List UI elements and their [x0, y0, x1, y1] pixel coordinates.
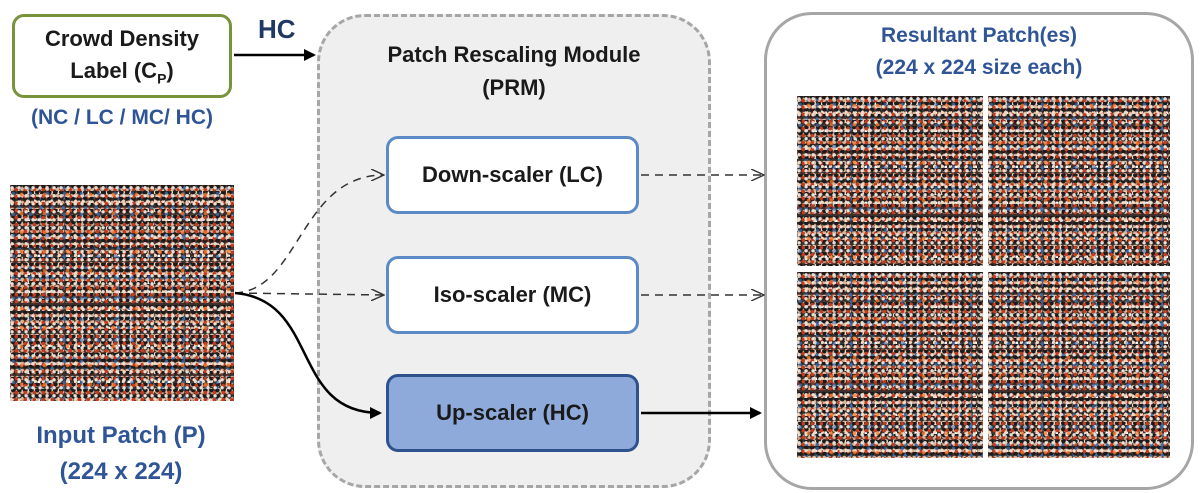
- result-patch-image-1: [797, 96, 983, 266]
- density-options-text: (NC / LC / MC/ HC): [31, 106, 213, 129]
- result-title: Resultant Patch(es) (224 x 224 size each…: [764, 20, 1194, 83]
- input-to-upscaler-arrow: [234, 291, 382, 419]
- crowd-density-label-box: Crowd Density Label (CP): [12, 14, 232, 98]
- prm-title: Patch Rescaling Module (PRM): [317, 38, 711, 104]
- up-scaler-box: Up-scaler (HC): [386, 374, 639, 452]
- prm-title-line2: (PRM): [482, 75, 546, 100]
- result-patch-image-4: [988, 272, 1170, 458]
- input-title-line1: Input Patch (P): [36, 422, 206, 449]
- result-title-line2: (224 x 224 size each): [875, 55, 1083, 79]
- input-to-downscaler-arrow: [234, 175, 384, 294]
- input-patch-image: [10, 185, 234, 401]
- iso-scaler-box: Iso-scaler (MC): [386, 256, 639, 334]
- label-line1: Crowd Density: [44, 26, 200, 52]
- result-patch-image-2: [988, 96, 1170, 266]
- hc-arrow-label: HC: [258, 14, 296, 44]
- input-title-line2: (224 x 224): [59, 458, 183, 485]
- result-title-line1: Resultant Patch(es): [880, 24, 1078, 47]
- prm-title-line1: Patch Rescaling Module: [387, 42, 641, 67]
- result-patch-image-3: [797, 272, 983, 458]
- input-title: Input Patch (P) (224 x 224): [0, 418, 242, 490]
- input-to-isoscaler-arrow: [234, 293, 384, 295]
- down-scaler-box: Down-scaler (LC): [386, 136, 639, 214]
- label-line2: Label (CP): [70, 58, 174, 87]
